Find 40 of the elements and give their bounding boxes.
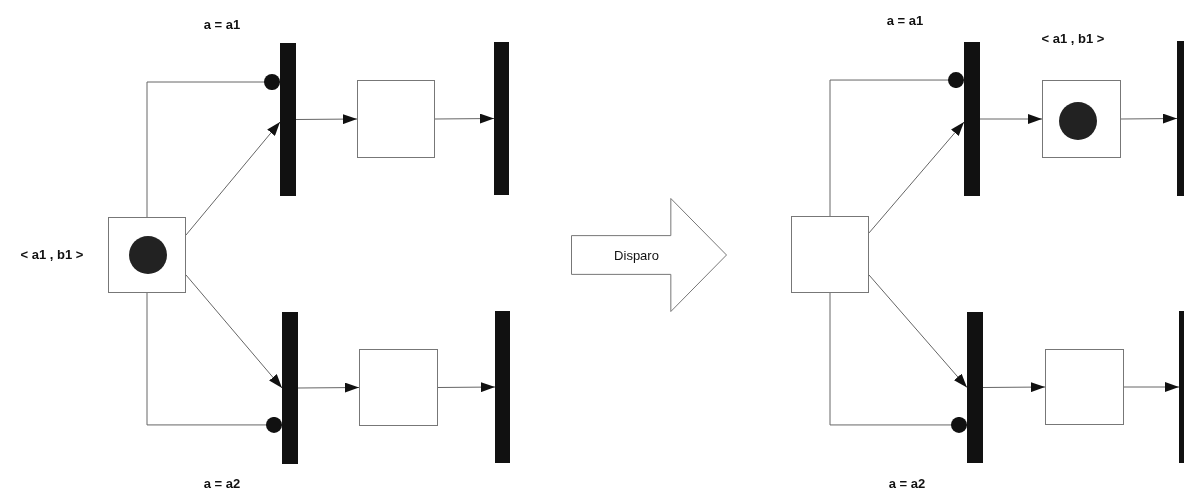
transition-bar — [1177, 41, 1184, 196]
place-box — [1045, 349, 1124, 425]
transition-bar — [282, 312, 298, 464]
inhibitor-arc — [146, 292, 283, 433]
arrow — [434, 113, 495, 124]
arrow — [1123, 382, 1180, 392]
transition-bar — [967, 312, 983, 463]
arrow — [979, 114, 1043, 124]
transition-bar — [964, 42, 980, 196]
token-dot — [129, 236, 167, 274]
arrow — [295, 114, 358, 125]
arrow — [868, 274, 968, 388]
marking-label: < a1 , b1 > — [20, 246, 84, 262]
arrow-label: Disparo — [614, 247, 659, 263]
place-box — [1042, 80, 1121, 158]
block-arrow — [571, 198, 727, 312]
inhibitor-arc — [829, 292, 968, 433]
arrow — [185, 121, 281, 236]
arrow — [1120, 113, 1178, 124]
transition-bar — [495, 311, 510, 463]
arrow — [868, 121, 965, 234]
token-dot — [1059, 102, 1097, 140]
place-box — [357, 80, 435, 158]
marking-label: a = a1 — [886, 12, 924, 28]
place-box — [108, 217, 186, 293]
arrow — [437, 382, 496, 393]
arrow — [297, 382, 360, 393]
inhibitor-arc — [146, 74, 281, 218]
transition-bar — [494, 42, 509, 195]
marking-label: < a1 , b1 > — [1041, 30, 1105, 46]
inhibitor-arc — [829, 72, 965, 217]
marking-label: a = a2 — [888, 475, 926, 491]
marking-label: a = a2 — [203, 475, 241, 491]
transition-bar — [1179, 311, 1184, 463]
arrow — [982, 382, 1046, 393]
transition-bar — [280, 43, 296, 196]
arrow — [185, 274, 283, 389]
place-box — [791, 216, 869, 293]
place-box — [359, 349, 438, 426]
marking-label: a = a1 — [203, 16, 241, 32]
